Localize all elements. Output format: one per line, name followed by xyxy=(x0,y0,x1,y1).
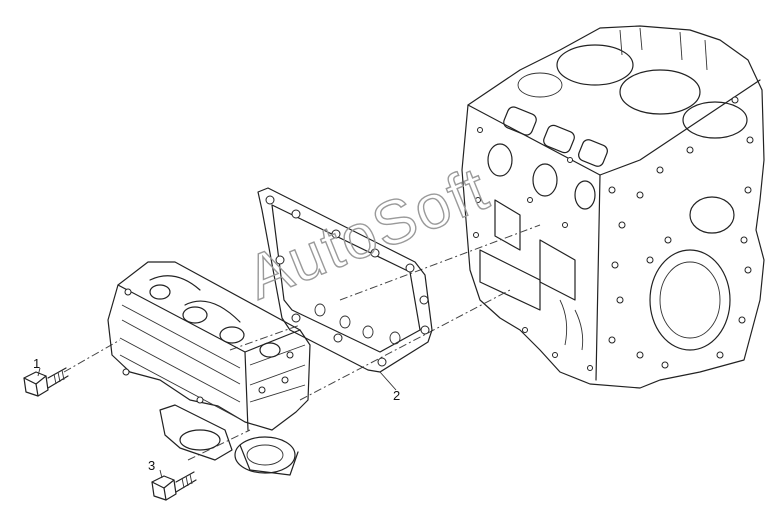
leader-lines xyxy=(37,367,397,479)
bolt-part-1 xyxy=(23,367,69,397)
watermark-text: AutoSoft xyxy=(237,154,498,313)
oil-cooler-assembly xyxy=(107,261,311,476)
gasket-part-2 xyxy=(257,187,433,373)
engine-block xyxy=(461,25,765,389)
callout-1: 1 xyxy=(33,356,40,371)
bolt-part-3 xyxy=(151,471,197,501)
callout-2: 2 xyxy=(393,388,400,403)
callout-3: 3 xyxy=(148,458,155,473)
